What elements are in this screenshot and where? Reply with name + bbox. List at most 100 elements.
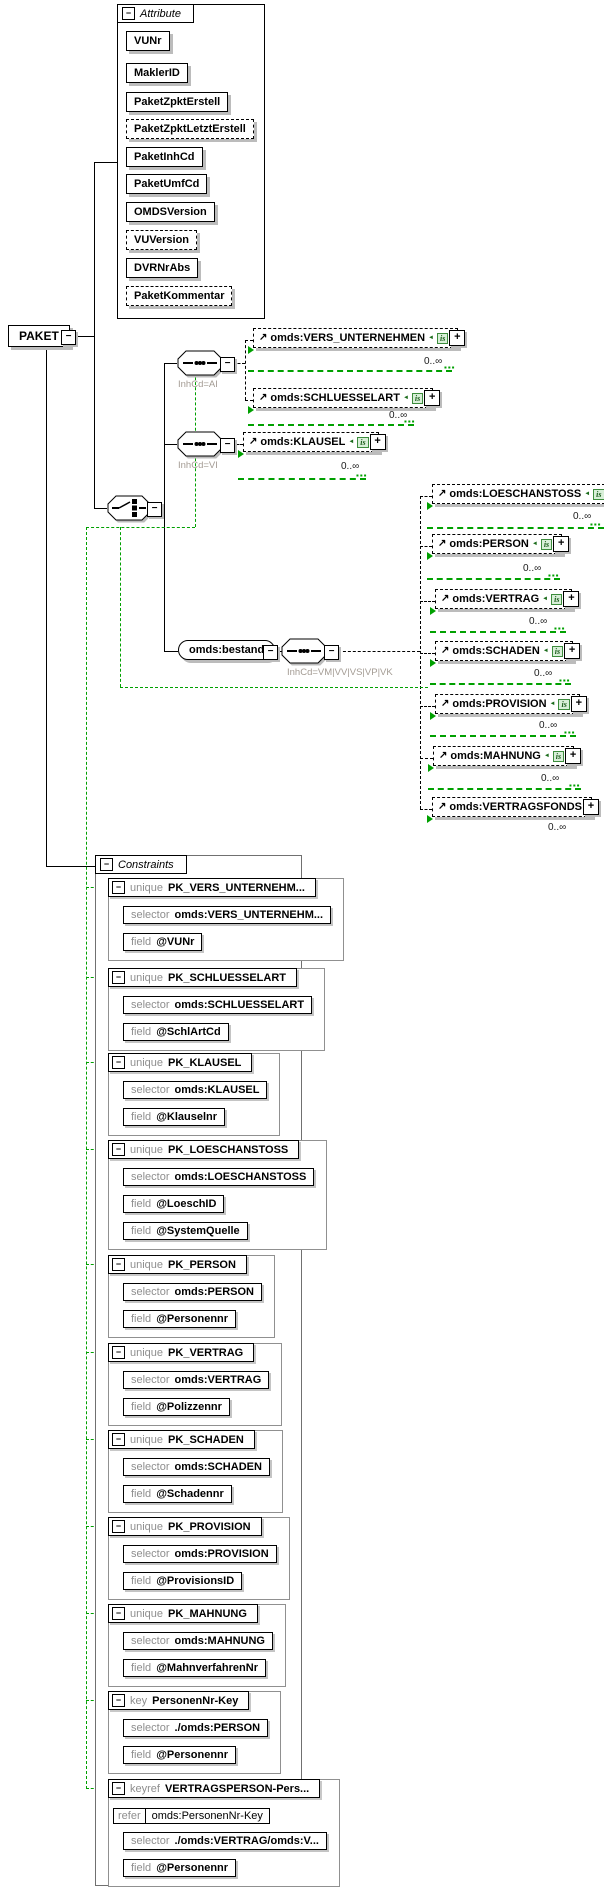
constraint-header[interactable]: − key PersonenNr-Key (108, 1691, 250, 1710)
field-box[interactable]: field@Personennr (123, 1310, 237, 1328)
constraint-header[interactable]: − unique PK_VERS_UNTERNEHM... (108, 878, 316, 897)
constraints-header[interactable]: − Constraints (95, 855, 187, 874)
expand-icon[interactable]: + (564, 643, 581, 659)
constraint-header[interactable]: − unique PK_KLAUSEL (108, 1053, 253, 1072)
choice-compositor-icon[interactable] (107, 495, 151, 521)
element-label: omds:KLAUSEL (260, 436, 346, 448)
expand-icon[interactable]: + (424, 390, 441, 406)
connector-line (420, 758, 433, 759)
collapse-icon[interactable]: − (112, 1782, 125, 1795)
element-omds-loeschanstoss[interactable]: ↗ omds:LOESCHANSTOSS ◄ is + (432, 484, 604, 504)
element-omds-schluesselart[interactable]: ↗ omds:SCHLUESSELART ◄ is + (253, 388, 441, 408)
sequence-compositor-icon[interactable] (177, 431, 223, 457)
collapse-icon[interactable]: − (220, 357, 235, 372)
expand-icon[interactable]: + (565, 748, 582, 764)
collapse-icon[interactable]: − (112, 1433, 125, 1446)
element-omds-vers-unternehmen[interactable]: ↗ omds:VERS_UNTERNEHMEN ◄ is + (253, 328, 466, 348)
sequence-compositor-icon[interactable] (177, 350, 223, 376)
element-omds-vertrag[interactable]: ↗ omds:VERTRAG ◄ is + (435, 589, 580, 609)
collapse-icon[interactable]: − (112, 1607, 125, 1620)
expand-icon[interactable]: + (563, 591, 580, 607)
attribute-omdsversion[interactable]: OMDSVersion (126, 202, 215, 222)
field-box[interactable]: field@Schadennr (123, 1485, 232, 1503)
field-box[interactable]: field@Personennr (123, 1859, 237, 1877)
field-keyword: field (131, 1575, 152, 1587)
expand-icon[interactable]: + (570, 696, 587, 712)
constraint-header[interactable]: − unique PK_PERSON (108, 1255, 247, 1274)
attribute-vuversion[interactable]: VUVersion (126, 230, 198, 250)
attribute-vunr[interactable]: VUNr (126, 31, 170, 51)
collapse-icon[interactable]: − (112, 1346, 125, 1359)
constraint-header[interactable]: − unique PK_MAHNUNG (108, 1604, 258, 1623)
collapse-icon[interactable]: − (220, 438, 235, 453)
expand-icon[interactable]: + (583, 799, 600, 815)
constraint-header[interactable]: − unique PK_LOESCHANSTOSS (108, 1140, 300, 1159)
element-omds-vertragsfonds[interactable]: ↗ omds:VERTRAGSFONDS + (432, 797, 600, 817)
field-box[interactable]: field@Polizzennr (123, 1398, 230, 1416)
element-omds-mahnung[interactable]: ↗ omds:MAHNUNG ◄ is + (433, 746, 582, 766)
attribute-paketumfcd[interactable]: PaketUmfCd (126, 174, 208, 194)
constraint-header[interactable]: − unique PK_SCHLUESSELART (108, 968, 298, 987)
collapse-icon[interactable]: − (61, 330, 76, 345)
constraint-header[interactable]: − unique PK_PROVISION (108, 1517, 262, 1536)
attribute-paketkommentar[interactable]: PaketKommentar (126, 286, 233, 306)
badge-arrow-icon: ◄ (584, 491, 591, 497)
field-box[interactable]: field@Personennr (123, 1746, 237, 1764)
collapse-icon[interactable]: − (112, 881, 125, 894)
constraint-kind: key (130, 1694, 148, 1707)
constraint-header[interactable]: − keyref VERTRAGSPERSON-Pers... (108, 1779, 321, 1798)
constraint-name: PK_KLAUSEL (168, 1056, 242, 1069)
collapse-icon[interactable]: − (112, 1258, 125, 1271)
selector-box[interactable]: selector./omds:VERTRAG/omds:V... (123, 1832, 327, 1850)
expand-icon[interactable]: + (553, 536, 570, 552)
collapse-icon[interactable]: − (122, 7, 135, 20)
attribute-maklerid[interactable]: MaklerID (126, 63, 188, 83)
field-box[interactable]: field@MahnverfahrenNr (123, 1659, 266, 1677)
element-omds-schaden[interactable]: ↗ omds:SCHADEN ◄ is + (435, 641, 581, 661)
expand-icon[interactable]: + (449, 330, 466, 346)
collapse-icon[interactable]: − (112, 1143, 125, 1156)
field-box[interactable]: field@VUNr (123, 933, 203, 951)
substitution-marker-icon (248, 346, 254, 354)
element-omds-klausel[interactable]: ↗ omds:KLAUSEL ◄ is + (243, 432, 386, 452)
element-omds-person[interactable]: ↗ omds:PERSON ◄ is + (432, 534, 570, 554)
element-paket[interactable]: PAKET (8, 325, 70, 347)
attributes-header[interactable]: − Attribute (117, 4, 194, 23)
field-box[interactable]: field@SystemQuelle (123, 1222, 248, 1240)
collapse-icon[interactable]: − (112, 1694, 125, 1707)
collapse-icon[interactable]: − (100, 858, 113, 871)
substitution-marker-icon (430, 607, 436, 615)
element-omds-provision[interactable]: ↗ omds:PROVISION ◄ is + (435, 694, 587, 714)
element-omds-bestand[interactable]: omds:bestand (178, 640, 276, 660)
field-box[interactable]: field@LoeschID (123, 1195, 225, 1213)
sequence-compositor-icon[interactable] (281, 638, 327, 664)
collapse-icon[interactable]: − (112, 1056, 125, 1069)
collapse-icon[interactable]: − (112, 1520, 125, 1533)
constraint-header[interactable]: − unique PK_VERTRAG (108, 1343, 255, 1362)
constraint-header[interactable]: − unique PK_SCHADEN (108, 1430, 255, 1449)
selector-box[interactable]: selector./omds:PERSON (123, 1719, 269, 1737)
field-box[interactable]: field@Klauselnr (123, 1108, 226, 1126)
reference-arrow-icon: ↗ (249, 436, 258, 447)
attribute-paketzpktletzterstell[interactable]: PaketZpktLetztErstell (126, 119, 254, 139)
field-box[interactable]: field@SchlArtCd (123, 1023, 229, 1041)
collapse-icon[interactable]: − (324, 645, 339, 660)
attribute-dvrnrabs[interactable]: DVRNrAbs (126, 258, 199, 278)
attribute-paketzpkterstell[interactable]: PaketZpktErstell (126, 92, 229, 112)
connector-line (94, 162, 95, 509)
attribute-paketinhcd[interactable]: PaketInhCd (126, 147, 203, 167)
field-box[interactable]: field@ProvisionsID (123, 1572, 243, 1590)
expand-icon[interactable]: + (369, 434, 386, 450)
collapse-icon[interactable]: − (147, 502, 162, 517)
collapse-icon[interactable]: − (112, 971, 125, 984)
collapse-icon[interactable]: − (263, 645, 278, 660)
